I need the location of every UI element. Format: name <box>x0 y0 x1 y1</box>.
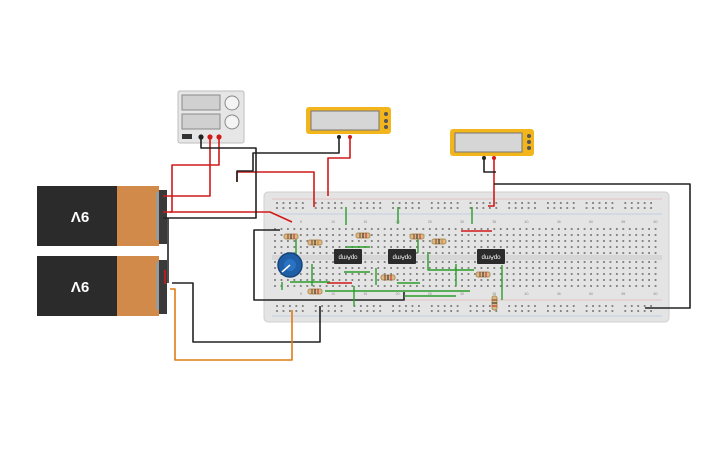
column-number: 45 <box>557 220 561 224</box>
opamp-3[interactable]: opAmp <box>477 249 505 264</box>
battery-label: 9V <box>71 278 89 295</box>
column-number: 40 <box>525 220 529 224</box>
column-number: 45 <box>557 292 561 296</box>
column-number: 5 <box>300 292 302 296</box>
resistor[interactable] <box>431 238 447 245</box>
terminal-red[interactable] <box>207 134 213 140</box>
column-number: 55 <box>621 292 625 296</box>
wire-orange[interactable] <box>170 288 293 361</box>
opamp-1[interactable]: opAmp <box>334 249 362 264</box>
power-supply[interactable] <box>177 90 245 144</box>
voltage-knob[interactable] <box>224 95 240 111</box>
wire-red[interactable] <box>163 139 220 213</box>
opamp-label: opAmp <box>481 253 501 259</box>
current-knob[interactable] <box>224 114 240 130</box>
wire-black[interactable] <box>494 183 691 309</box>
column-number: 25 <box>428 220 432 224</box>
resistor[interactable] <box>355 232 371 239</box>
terminal-red[interactable] <box>216 134 222 140</box>
multimeter-1[interactable] <box>306 107 391 139</box>
resistor[interactable] <box>307 288 323 295</box>
column-number: 15 <box>363 292 367 296</box>
column-number: 20 <box>396 292 400 296</box>
column-number: 15 <box>363 220 367 224</box>
opamp-2[interactable]: opAmp <box>388 249 416 264</box>
battery-9v-top[interactable]: 9V <box>37 186 167 246</box>
wire-red[interactable] <box>170 211 293 223</box>
battery-label: 9V <box>71 208 89 225</box>
resistor[interactable] <box>475 271 491 278</box>
wire-red[interactable] <box>163 139 211 197</box>
wires <box>163 137 691 361</box>
column-number: 60 <box>654 220 658 224</box>
power-switch[interactable] <box>182 134 192 139</box>
resistor[interactable] <box>380 274 396 281</box>
terminal-black[interactable] <box>198 134 204 140</box>
resistors <box>283 232 498 311</box>
column-number: 50 <box>589 292 593 296</box>
wire-red[interactable] <box>488 158 495 207</box>
wire-black[interactable] <box>172 282 321 343</box>
breadboard[interactable]: 5510101515202025253030353540404545505055… <box>263 191 670 323</box>
multimeter-2[interactable] <box>450 129 534 160</box>
wire-black[interactable] <box>163 139 257 219</box>
column-number: 30 <box>460 220 464 224</box>
resistor[interactable] <box>491 295 498 311</box>
wire-green[interactable] <box>281 207 503 306</box>
wire-black[interactable] <box>236 137 340 182</box>
column-number: 55 <box>621 220 625 224</box>
column-number: 40 <box>525 292 529 296</box>
column-number: 60 <box>654 292 658 296</box>
wire-black[interactable] <box>253 229 405 301</box>
column-number: 35 <box>492 292 496 296</box>
column-number: 30 <box>460 292 464 296</box>
column-number: 50 <box>589 220 593 224</box>
battery-9v-bottom[interactable]: 9V <box>37 256 167 316</box>
resistor[interactable] <box>307 239 323 246</box>
column-number: 5 <box>300 220 302 224</box>
opamp-label: opAmp <box>338 253 358 259</box>
potentiometer[interactable] <box>277 252 303 278</box>
column-number: 10 <box>331 220 335 224</box>
column-number: 25 <box>428 292 432 296</box>
resistor[interactable] <box>409 233 425 240</box>
opamp-label: opAmp <box>392 253 412 259</box>
resistor[interactable] <box>283 233 299 240</box>
column-number: 10 <box>331 292 335 296</box>
column-number: 35 <box>492 220 496 224</box>
wire-red[interactable] <box>327 137 351 196</box>
